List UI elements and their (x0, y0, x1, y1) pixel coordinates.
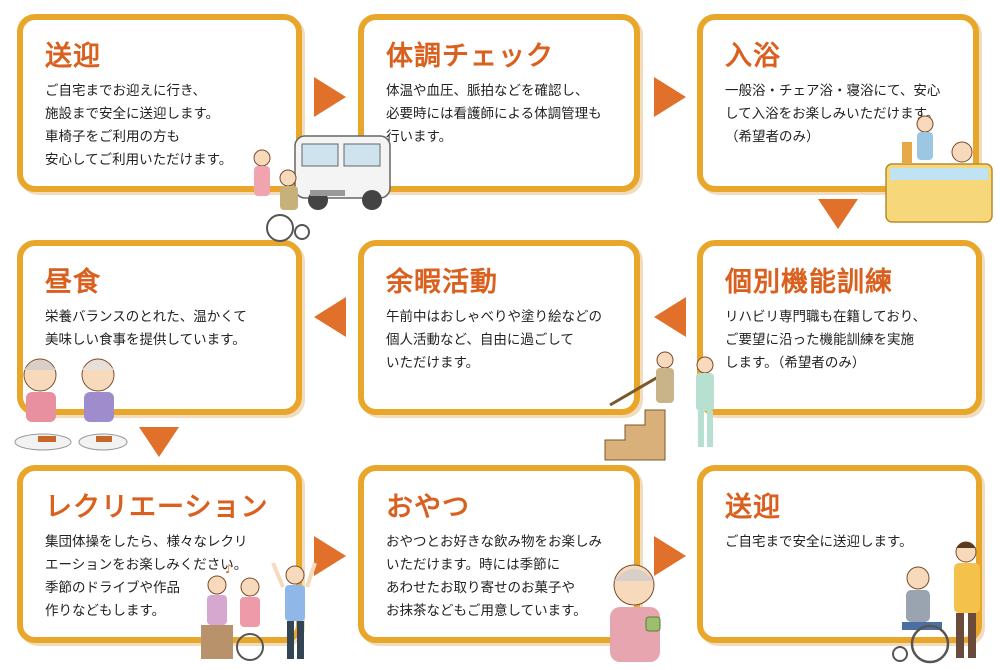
step-lunch-card: 昼食 栄養バランスのとれた、温かくて 美味しい食事を提供しています。 (17, 240, 302, 415)
step-title: 入浴 (725, 41, 781, 72)
tea-snack-illustration (610, 564, 661, 662)
flow-arrow-down (818, 199, 858, 229)
step-training-card: 個別機能訓練 リハビリ専門職も在籍しており、 ご要望に沿った機能訓練を実施 しま… (697, 240, 982, 415)
step-text: 一般浴・チェア浴・寝浴にて、安心 して入浴をお楽しみいただけます。 （希望者のみ… (725, 83, 941, 145)
step-title: 体調チェック (386, 41, 554, 72)
step-title: おやつ (386, 492, 470, 523)
step-title: 個別機能訓練 (725, 267, 893, 298)
step-title: 余暇活動 (386, 267, 498, 298)
bathtub-illustration (885, 115, 993, 223)
step-text: 集団体操をしたら、様々なレクリ エーションをお楽しみください。 季節のドライブや… (45, 534, 248, 619)
step-pickup-card: 送迎 ご自宅までお迎えに行き、 施設まで安全に送迎します。 車椅子をご利用の方も… (17, 14, 302, 192)
step-recreation-card: レクリエーション 集団体操をしたら、様々なレクリ エーションをお楽しみください。… (17, 465, 302, 643)
step-title: 送迎 (45, 41, 101, 72)
flow-arrow-left (314, 297, 346, 337)
wheelchair-caregiver-illustration (892, 541, 980, 664)
step-title: レクリエーション (45, 492, 269, 523)
step-text: ご自宅まで安全に送迎します。 (725, 534, 913, 550)
flow-arrow-right (654, 77, 686, 117)
flow-arrow-right (654, 536, 686, 576)
step-bath-card: 入浴 一般浴・チェア浴・寝浴にて、安心 して入浴をお楽しみいただけます。 （希望… (697, 14, 979, 192)
wheelchair-van-illustration (253, 135, 391, 242)
step-text: 体温や血圧、脈拍などを確認し、 必要時には看護師による体調管理も 行います。 (386, 83, 602, 145)
step-text: 栄養バランスのとれた、温かくて 美味しい食事を提供しています。 (45, 309, 247, 348)
step-title: 昼食 (45, 267, 101, 298)
step-text: おやつとお好きな飲み物をお楽しみ いただけます。時には季節に あわせたお取り寄せ… (386, 534, 602, 619)
step-dropoff-card: 送迎 ご自宅まで安全に送迎します。 (697, 465, 982, 643)
flow-arrow-left (654, 297, 686, 337)
step-title: 送迎 (725, 492, 781, 523)
step-snack-card: おやつ おやつとお好きな飲み物をお楽しみ いただけます。時には季節に あわせたお… (358, 465, 640, 643)
rehab-stairs-illustration (604, 351, 714, 461)
flow-arrow-right (314, 77, 346, 117)
step-health-check-card: 体調チェック 体温や血圧、脈拍などを確認し、 必要時には看護師による体調管理も … (358, 14, 640, 192)
step-text: リハビリ専門職も在籍しており、 ご要望に沿った機能訓練を実施 します。（希望者の… (725, 309, 927, 371)
recreation-exercise-illustration: ♪ (201, 562, 317, 661)
elderly-lunch-illustration (14, 358, 128, 451)
flow-arrow-right (314, 536, 346, 576)
step-leisure-card: 余暇活動 午前中はおしゃべりや塗り絵などの 個人活動など、自由に過ごして いただ… (358, 240, 640, 415)
svg-text:♪: ♪ (225, 562, 233, 576)
step-text: 午前中はおしゃべりや塗り絵などの 個人活動など、自由に過ごして いただけます。 (386, 309, 602, 371)
step-text: ご自宅までお迎えに行き、 施設まで安全に送迎します。 車椅子をご利用の方も 安心… (45, 83, 233, 168)
flow-arrow-down (139, 427, 179, 457)
